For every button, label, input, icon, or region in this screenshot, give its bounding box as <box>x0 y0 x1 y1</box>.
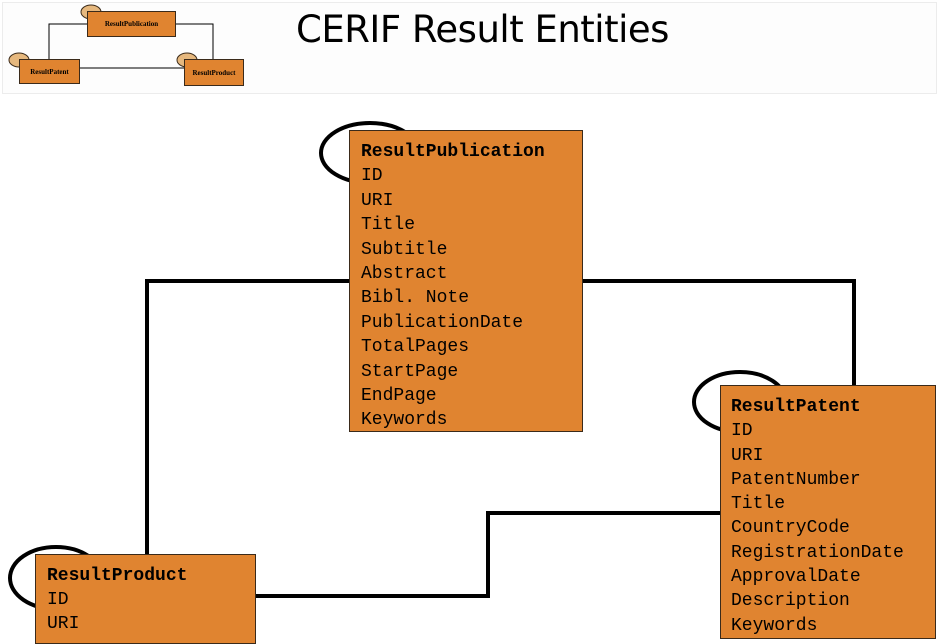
attribute-patentnumber: PatentNumber <box>731 469 861 490</box>
attribute-abstract: Abstract <box>361 264 448 285</box>
connector-publication-product <box>145 279 350 556</box>
entity-name: ResultPublication <box>361 142 545 162</box>
attribute-uri: URI <box>47 614 80 634</box>
entity-name: ResultProduct <box>47 566 188 586</box>
attribute-registrationdate: RegistrationDate <box>731 542 904 563</box>
connector-publication-patent <box>582 279 856 387</box>
attribute-id: ID <box>47 590 69 610</box>
attribute-description: Description <box>731 591 850 612</box>
attribute-subtitle: Subtitle <box>361 239 448 260</box>
attribute-startpage: StartPage <box>361 361 459 382</box>
page-title: CERIF Result Entities <box>296 8 669 51</box>
attribute-uri: URI <box>731 445 764 466</box>
attribute-bibl-note: Bibl. Note <box>361 288 470 309</box>
thumb-publication-box: ResultPublication <box>87 11 176 37</box>
attribute-id: ID <box>361 166 383 187</box>
thumb-product-box: ResultProduct <box>184 59 244 86</box>
attribute-countrycode: CountryCode <box>731 518 850 539</box>
attribute-totalpages: TotalPages <box>361 337 470 358</box>
attribute-keywords: Keywords <box>731 615 818 636</box>
attribute-publicationdate: PublicationDate <box>361 312 524 333</box>
attribute-title: Title <box>361 215 416 236</box>
entity-result-product: ResultProduct ID URI <box>35 554 256 644</box>
attribute-title: Title <box>731 494 786 515</box>
thumb-line-publication-patent <box>48 23 88 62</box>
thumb-line-publication-product <box>175 23 214 62</box>
entity-name: ResultPatent <box>731 397 861 417</box>
attribute-id: ID <box>731 421 753 442</box>
thumb-patent-box: ResultPatent <box>19 59 80 84</box>
attribute-endpage: EndPage <box>361 386 437 407</box>
attribute-uri: URI <box>361 190 394 211</box>
connector-product-patent <box>255 511 721 598</box>
attribute-approvaldate: ApprovalDate <box>731 567 861 588</box>
attribute-keywords: Keywords <box>361 410 448 431</box>
